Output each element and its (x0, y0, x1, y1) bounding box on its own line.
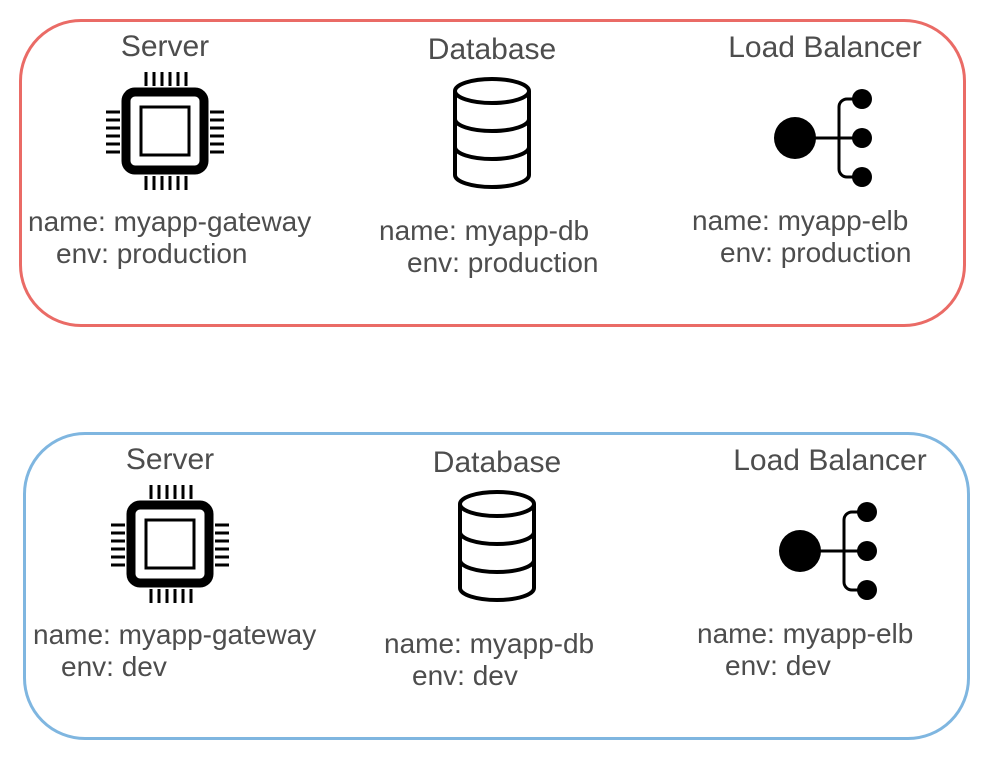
database-icon (458, 490, 536, 602)
production-server-node[interactable]: Server name: myapp-gateway env: producti… (0, 30, 330, 270)
database-title: Database (427, 33, 557, 66)
resource-env-label: env: production (56, 238, 248, 269)
server-title: Server (120, 30, 210, 63)
dev-server-node[interactable]: Server name: myapp-gateway env: dev (5, 443, 335, 683)
load-balancer-icon (779, 502, 877, 600)
resource-name-label: name: myapp-gateway (33, 619, 317, 650)
database-title: Database (432, 446, 562, 479)
resource-env-label: env: dev (725, 650, 831, 681)
resource-name-label: name: myapp-elb (697, 618, 914, 649)
resource-env-label: env: production (407, 247, 599, 278)
chip-icon (111, 485, 229, 603)
dev-database-node[interactable]: Database name: myapp-db env: dev (332, 446, 662, 692)
database-icon (453, 77, 531, 189)
production-database-node[interactable]: Database name: myapp-db env: production (327, 33, 657, 279)
production-load-balancer-node[interactable]: Load Balancer name: myapp-elb env: produ… (660, 31, 988, 269)
dev-load-balancer-node[interactable]: Load Balancer name: myapp-elb env: dev (665, 444, 988, 682)
resource-name-label: name: myapp-gateway (28, 206, 312, 237)
load-balancer-title: Load Balancer (728, 31, 922, 64)
resource-env-label: env: production (720, 237, 912, 268)
load-balancer-title: Load Balancer (733, 444, 927, 477)
resource-name-label: name: myapp-elb (692, 205, 909, 236)
resource-name-label: name: myapp-db (379, 215, 590, 246)
resource-env-label: env: dev (412, 660, 518, 691)
resource-name-label: name: myapp-db (384, 628, 595, 659)
resource-env-label: env: dev (61, 651, 167, 682)
load-balancer-icon (774, 89, 872, 187)
chip-icon (106, 72, 224, 190)
server-title: Server (125, 443, 215, 476)
